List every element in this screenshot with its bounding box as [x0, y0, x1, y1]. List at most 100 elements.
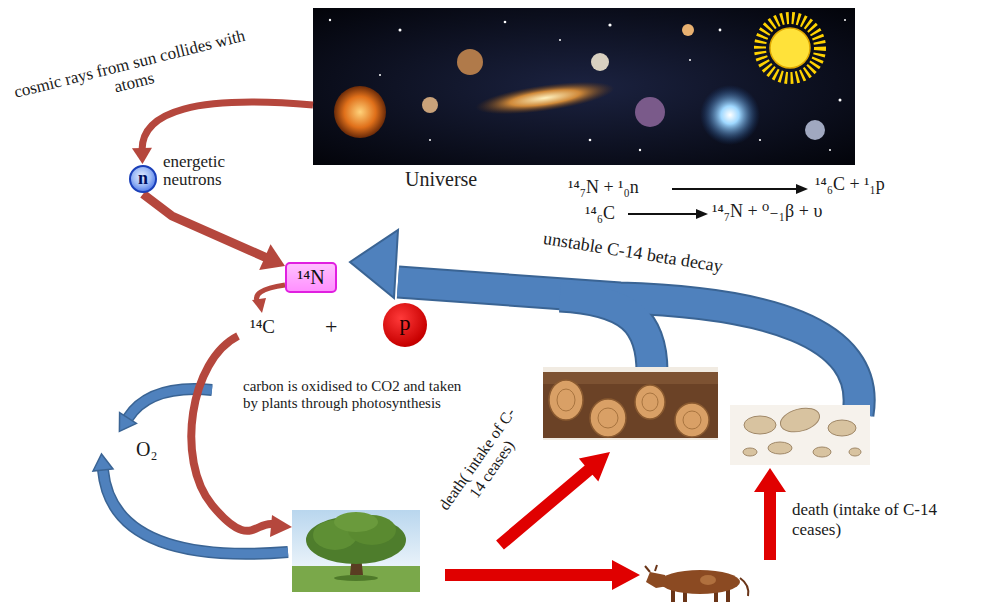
wood-image	[543, 367, 718, 440]
wood-image-part	[557, 389, 701, 429]
bones-image-part	[743, 404, 861, 457]
equation-text: ¹⁴₇N + ⁰₋₁β + υ	[712, 200, 822, 222]
process-note: carbon is oxidised to CO2 and taken by p…	[243, 378, 475, 413]
carbon-flow-arrow-part	[191, 336, 272, 531]
space-image-part-part	[844, 19, 846, 21]
isotope-symbol: ¹⁴C	[250, 316, 275, 338]
wood-image-part-part	[642, 393, 658, 411]
space-image-part-part	[504, 21, 507, 24]
oxygen-arrow-part	[93, 454, 113, 471]
equation-text: ¹⁴₆C + ¹₁p	[815, 174, 885, 195]
space-image-part	[329, 19, 846, 151]
proton-circle: p	[383, 303, 427, 347]
cow-image-part	[646, 572, 668, 588]
space-image-part	[422, 97, 438, 113]
particle-caption: energetic neutrons	[163, 153, 283, 189]
space-image-part-part	[329, 19, 331, 21]
space-image-part	[591, 53, 609, 71]
decay-label: unstable C-14 beta decay	[542, 228, 724, 277]
cow-image-part	[660, 570, 740, 594]
wood-image-part-part	[683, 411, 701, 429]
connector-line	[143, 194, 269, 259]
space-image-part	[770, 28, 810, 68]
space-image-part	[700, 85, 760, 145]
panel-caption: Universe	[405, 168, 477, 191]
cow-image-part	[740, 578, 748, 596]
oxygen-arrow-part	[119, 413, 136, 432]
wood-image-part-part	[635, 385, 665, 419]
wood-image-part-part	[675, 403, 709, 437]
particle-symbol: n	[138, 169, 148, 187]
tree-image-part	[334, 512, 378, 532]
space-image	[313, 8, 855, 165]
decay-arrow-part	[560, 296, 652, 372]
arrow-head	[132, 148, 152, 164]
space-image-part-part	[559, 39, 561, 41]
tree-image	[292, 510, 420, 592]
bones-image-part	[730, 405, 870, 465]
wood-image-part-part	[549, 380, 583, 420]
neutron-circle: nenergetic neutrons	[129, 165, 157, 193]
isotope-symbol: ¹⁴N	[297, 266, 324, 289]
space-image-part	[682, 24, 694, 36]
space-image-part	[635, 97, 665, 127]
equation-text: ¹⁴₇N + ¹₀n	[568, 177, 639, 198]
space-image-part-part	[589, 139, 592, 142]
space-image-part-part	[719, 29, 722, 32]
space-image-part-part	[689, 59, 691, 61]
wood-image-part	[543, 380, 718, 438]
space-image-part	[760, 18, 820, 78]
death-arrow-part	[754, 468, 786, 560]
decay-arrow-part	[350, 230, 398, 298]
equation-arrow-part	[796, 184, 808, 194]
oxygen-label: O₂	[136, 438, 157, 461]
carbon-flow-arrow-part	[270, 515, 292, 537]
bones-image-part-part	[813, 447, 831, 457]
wood-image-part-part	[590, 399, 626, 437]
tree-image-part	[292, 510, 420, 592]
universe-panel: Universe	[313, 8, 855, 193]
wood-image-part	[549, 380, 709, 437]
bones-image-part-part	[828, 420, 856, 436]
connector-arrow	[143, 194, 285, 270]
space-image-part	[313, 8, 855, 165]
space-image-part	[474, 75, 616, 120]
space-image-part-part	[639, 149, 641, 151]
decay-arrow-part	[560, 296, 652, 372]
space-image-part-part	[608, 23, 611, 26]
equation-arrow-part	[696, 209, 708, 219]
bones-image-part-part	[849, 448, 861, 456]
wood-image-part-part	[598, 408, 618, 428]
plus-sign: +	[325, 314, 337, 340]
bones-image-part-part	[744, 416, 776, 434]
cow-image	[645, 565, 748, 602]
equation-text: ¹⁴₆C	[585, 203, 615, 224]
wood-image-part	[543, 367, 718, 440]
space-image-part-part	[839, 99, 842, 102]
equation-arrow-part	[672, 188, 800, 190]
equation-arrow-part	[628, 213, 700, 215]
bones-image	[730, 404, 870, 465]
nitrogen-box: ¹⁴N	[285, 262, 337, 293]
death-note: death( intake of C-14 ceases)	[434, 403, 535, 526]
bones-image-part-part	[768, 442, 792, 454]
space-image-part	[805, 120, 825, 140]
space-image-part	[334, 86, 386, 138]
death-arrow-part	[445, 560, 640, 590]
death-arrow-part	[496, 452, 610, 550]
particle-symbol: p	[400, 312, 411, 334]
space-image-part-part	[429, 139, 431, 141]
space-image-part	[457, 49, 483, 75]
bones-image-part-part	[778, 404, 822, 436]
space-image-part-part	[399, 29, 402, 32]
space-image-part-part	[379, 74, 381, 76]
space-image-part-part	[759, 139, 761, 141]
bones-image-part-part	[743, 448, 757, 456]
carbon-flow-arrow-part	[252, 298, 266, 313]
space-image-part-part	[829, 149, 831, 151]
death-note: death (intake of C-14 ceases)	[792, 500, 982, 539]
connector-line	[142, 102, 313, 151]
arrow-head	[259, 244, 285, 270]
wood-image-part-part	[557, 389, 575, 411]
